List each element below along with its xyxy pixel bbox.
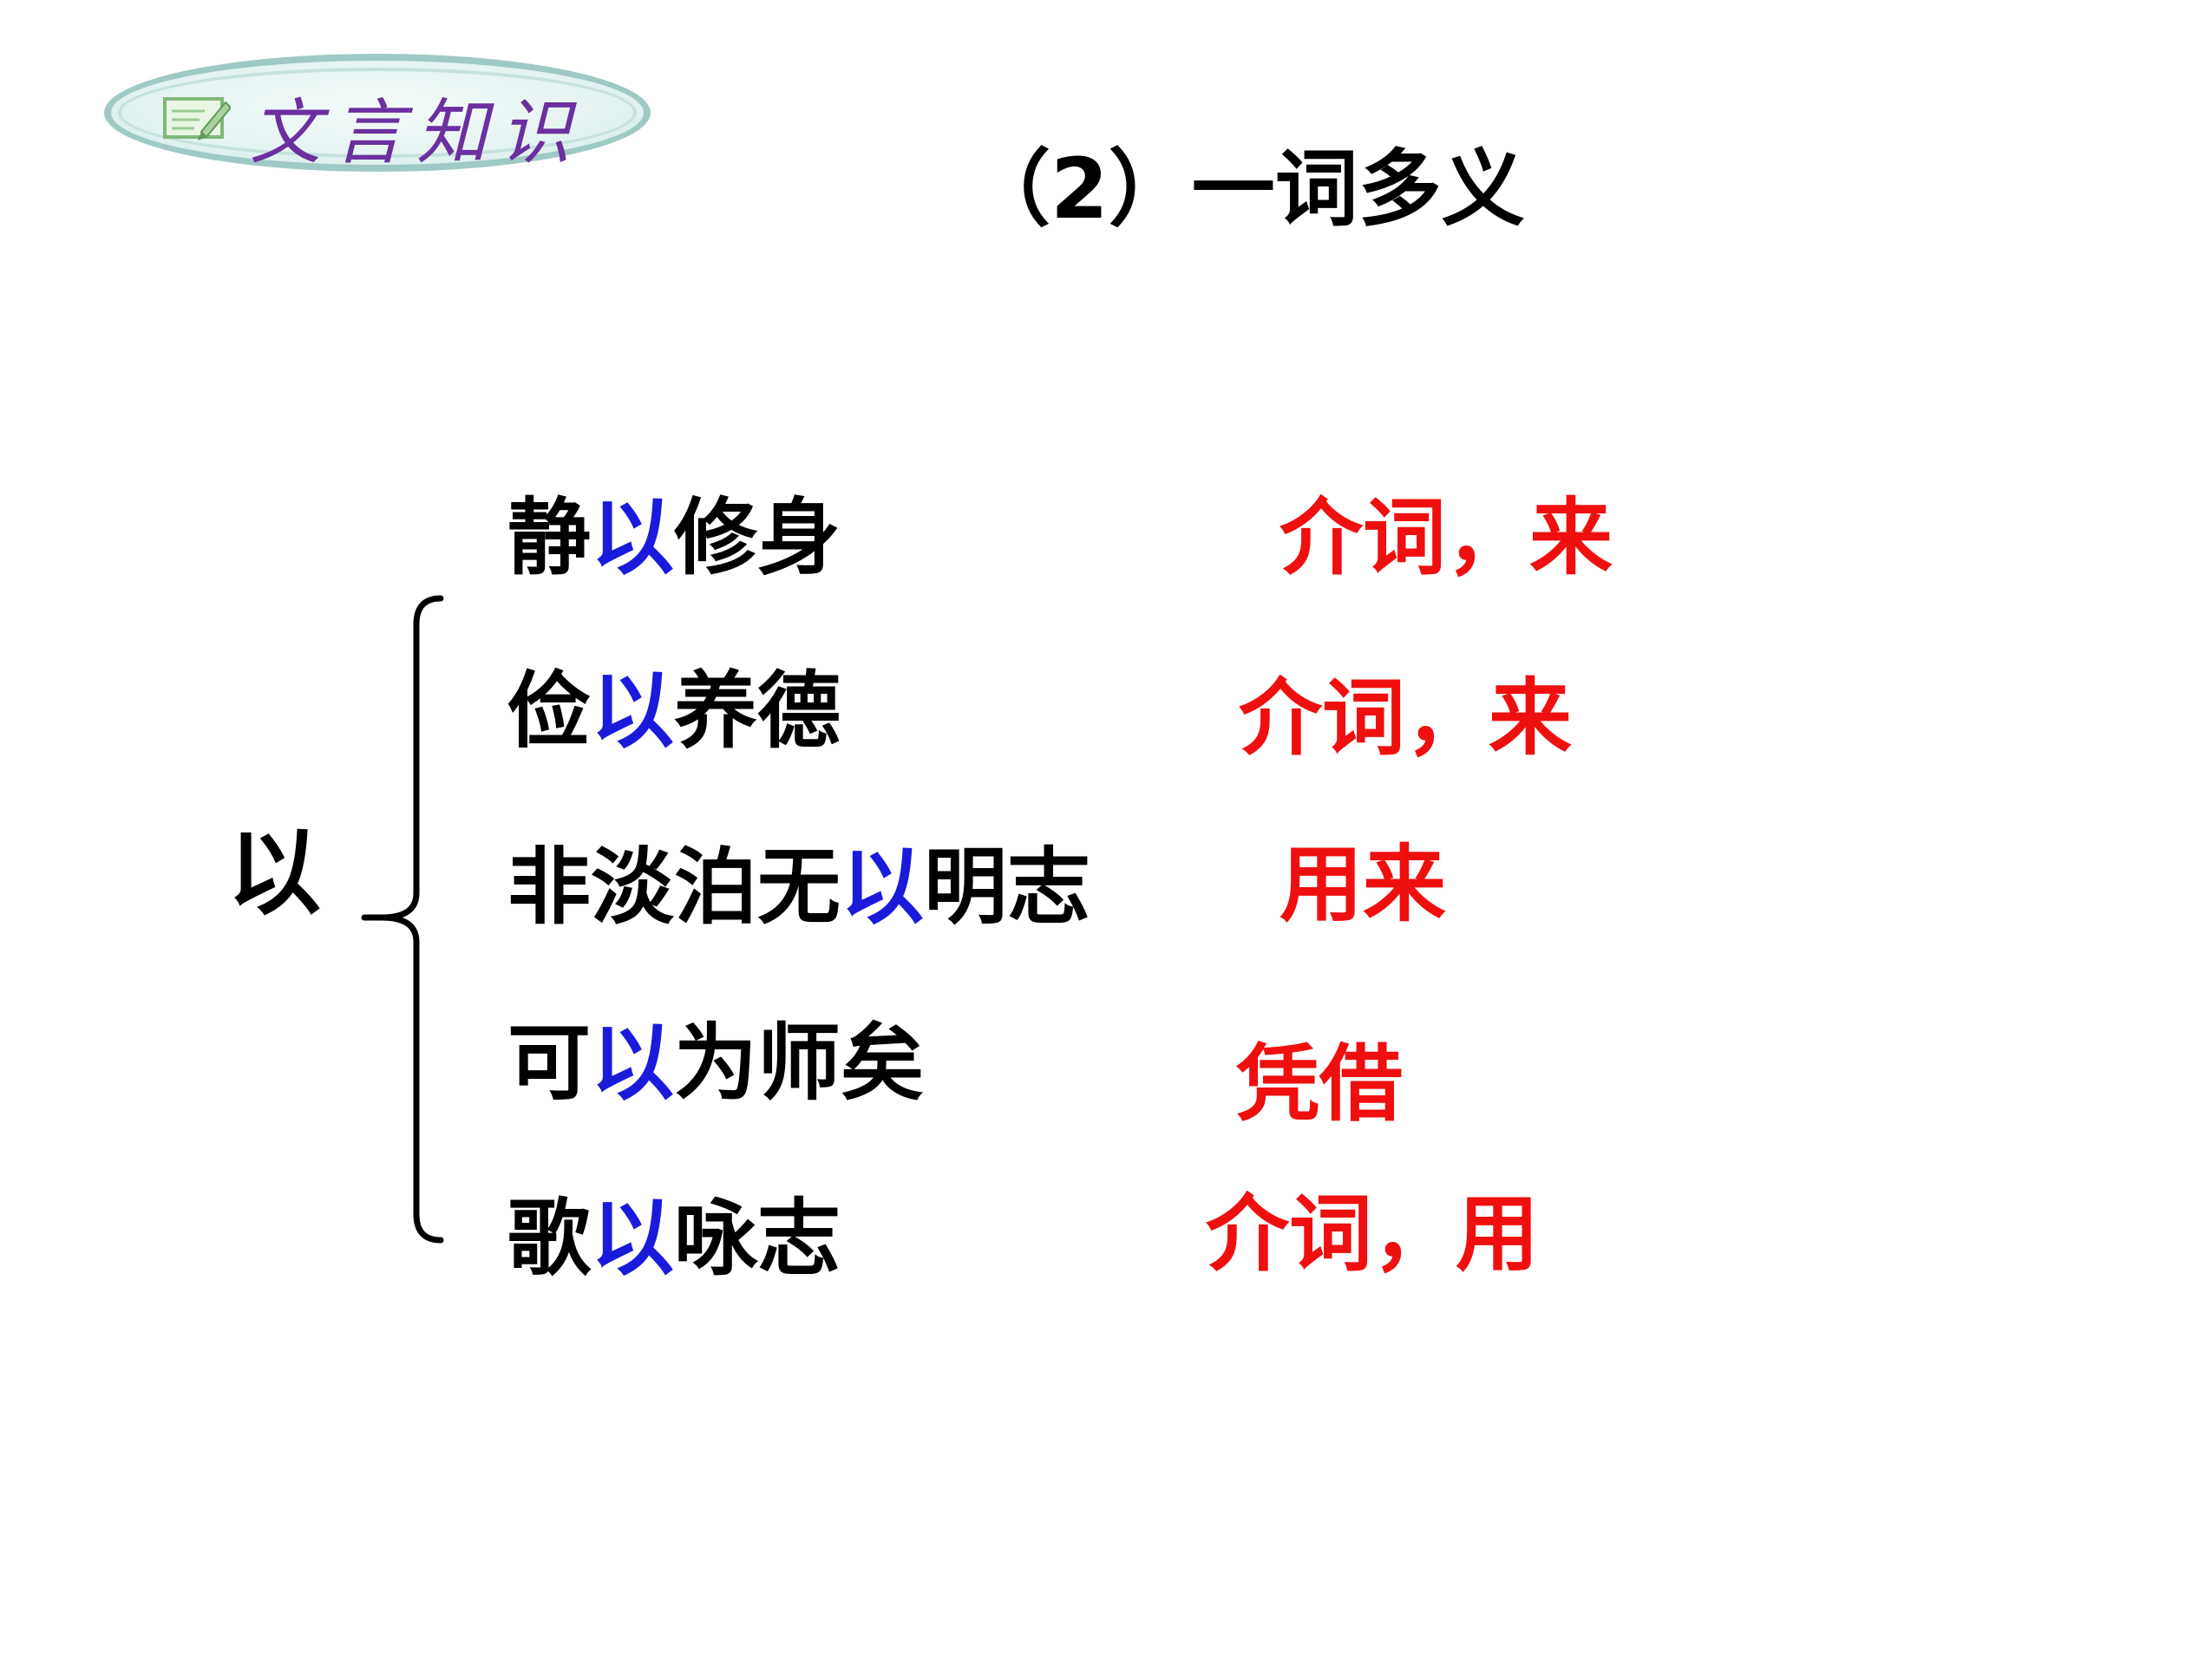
example-row-4: 可以为师矣: [507, 1022, 924, 1105]
example-text: 可: [507, 1015, 591, 1112]
example-row-2: 俭以养德: [507, 669, 841, 753]
example-keyword: 以: [841, 839, 924, 936]
example-text: 养德: [674, 663, 841, 760]
example-text: 非淡泊无: [507, 839, 841, 936]
example-row-5: 歌以咏志: [507, 1197, 841, 1280]
example-keyword: 以: [591, 1190, 674, 1287]
example-text: 明志: [924, 839, 1090, 936]
pencil-note-icon: [163, 97, 231, 140]
example-text: 俭: [507, 663, 591, 760]
example-text: 为师矣: [674, 1015, 924, 1112]
example-row-3: 非淡泊无以明志: [507, 846, 1090, 929]
badge-inner-ring: [118, 68, 637, 158]
keyword-char: 以: [227, 820, 322, 928]
example-row-1: 静以修身: [507, 496, 841, 579]
left-brace: [361, 595, 444, 1244]
example-text: 静: [507, 489, 591, 586]
meaning-4: 凭借: [1236, 1035, 1403, 1133]
badge-title: 文言知识: [250, 92, 583, 174]
meaning-3: 用来: [1279, 836, 1446, 933]
meaning-2: 介词，来: [1239, 669, 1572, 767]
example-text: 修身: [674, 489, 841, 586]
example-text: 咏志: [674, 1190, 841, 1287]
example-keyword: 以: [591, 1015, 674, 1112]
page-title: （2）一词多义: [967, 140, 1525, 238]
meaning-5: 介词，用: [1206, 1185, 1539, 1283]
example-keyword: 以: [591, 663, 674, 760]
section-badge: 文言知识: [104, 54, 651, 174]
meaning-1: 介词，来: [1279, 489, 1613, 586]
example-text: 歌: [507, 1190, 591, 1287]
example-keyword: 以: [591, 489, 674, 586]
